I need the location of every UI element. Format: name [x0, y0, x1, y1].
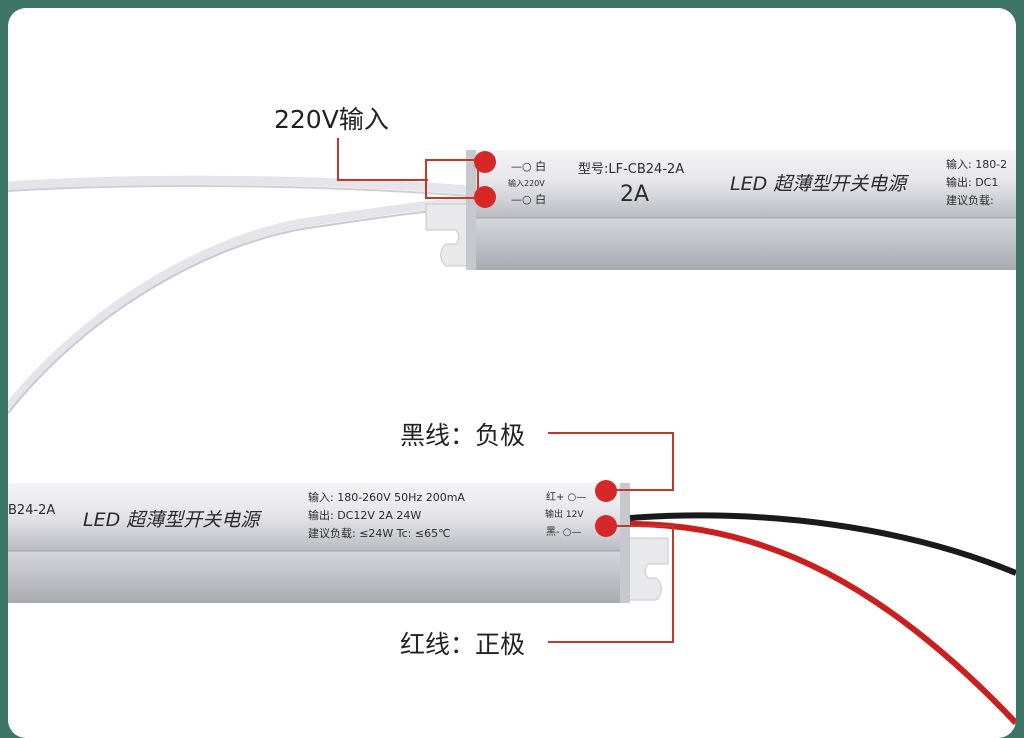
top-title: LED 超薄型开关电源 — [730, 173, 909, 195]
top-current: 2A — [620, 182, 649, 207]
bottom-spec-output: 输出: DC12V 2A 24W — [308, 508, 421, 522]
black-wire-leader — [548, 432, 674, 491]
input-marker-bottom — [474, 186, 496, 208]
white-cable-lower-shadow — [8, 207, 471, 414]
negative-marker — [595, 515, 617, 537]
bottom-terminal-mid: 输出 12V — [545, 508, 584, 520]
positive-marker — [595, 480, 617, 502]
top-power-supply — [425, 150, 1016, 270]
input-callout: 220V输入 — [274, 105, 389, 134]
white-cable-lower — [8, 197, 471, 411]
bottom-terminal-red: 红+ ○— — [546, 490, 586, 503]
top-spec-input: 输入: 180-2 — [946, 157, 1007, 171]
red-wire-leader — [548, 525, 674, 643]
photo-frame: —○ 白 输入220V —○ 白 型号:LF-CB24-2A 2A LED 超薄… — [8, 8, 1016, 738]
top-spec-output: 输出: DC1 — [946, 175, 998, 189]
red-wire-callout: 红线：正极 — [400, 630, 526, 659]
bottom-model-fragment: B24-2A — [8, 503, 55, 518]
black-output-wire — [629, 512, 1016, 576]
bottom-terminal-black: 黑- ○— — [546, 526, 582, 538]
bottom-spec-load: 建议负载: ≤24W Tc: ≤65℃ — [308, 526, 450, 540]
top-terminal-bottom: —○ 白 — [511, 192, 546, 206]
top-model: 型号:LF-CB24-2A — [578, 162, 684, 177]
bottom-spec-input: 输入: 180-260V 50Hz 200mA — [308, 490, 465, 504]
input-marker-top — [474, 151, 496, 173]
white-cable-upper — [8, 175, 471, 195]
top-spec-load: 建议负载: — [946, 193, 994, 207]
top-terminal-top: —○ 白 — [511, 159, 546, 173]
black-wire-callout: 黑线：负极 — [400, 421, 526, 450]
product-photo: —○ 白 输入220V —○ 白 型号:LF-CB24-2A 2A LED 超薄… — [8, 138, 1016, 726]
input-leader — [337, 138, 479, 199]
bottom-title: LED 超薄型开关电源 — [83, 509, 262, 531]
top-terminal-mid: 输入220V — [508, 178, 545, 188]
white-cable-upper-shadow — [8, 185, 471, 197]
bottom-power-supply — [8, 483, 669, 603]
red-output-wire — [629, 521, 1016, 726]
